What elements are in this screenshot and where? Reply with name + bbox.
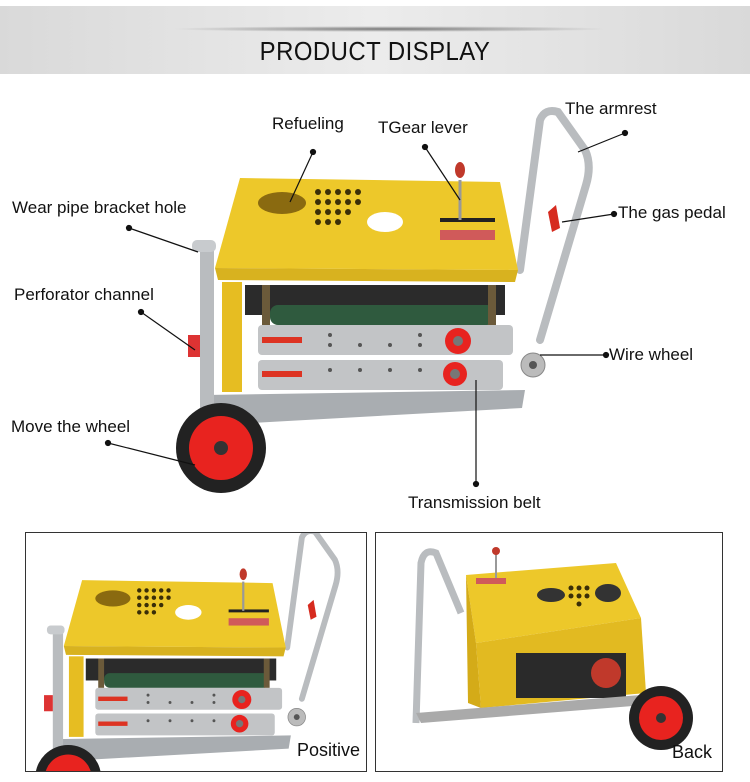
- positive-view-image: [26, 533, 366, 771]
- positive-view-panel: Positive: [25, 532, 367, 772]
- label-transmission-belt: Transmission belt: [408, 493, 541, 512]
- positive-view-label: Positive: [297, 740, 361, 760]
- label-gas-pedal: The gas pedal: [618, 203, 726, 222]
- back-view-panel: Back: [375, 532, 723, 772]
- banner-shadow: [170, 26, 610, 32]
- title-banner: [0, 6, 750, 74]
- label-perforator-channel: Perforator channel: [14, 285, 154, 304]
- back-view-image: [376, 533, 722, 771]
- label-gear-lever: TGear lever: [378, 118, 468, 137]
- label-pipe-bracket-hole: Wear pipe bracket hole: [12, 198, 187, 217]
- label-wire-wheel: Wire wheel: [609, 345, 694, 364]
- machine-main-view: [176, 111, 589, 493]
- label-move-wheel: Move the wheel: [11, 417, 131, 436]
- label-refueling: Refueling: [272, 114, 344, 133]
- back-view-label: Back: [672, 742, 713, 762]
- label-armrest: The armrest: [565, 99, 657, 118]
- page-title: PRODUCT DISPLAY: [259, 36, 491, 66]
- callout-lines: [104, 129, 629, 488]
